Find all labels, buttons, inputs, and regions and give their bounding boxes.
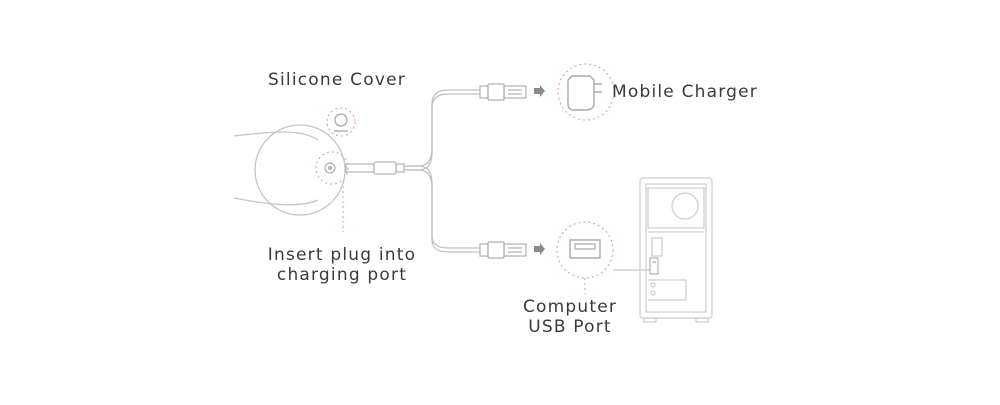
computer-label-line2: USB Port [528, 317, 612, 337]
usb-plug-bottom [479, 241, 527, 259]
arrow-right-icon [534, 243, 545, 255]
charging-port [315, 151, 349, 185]
usb-plug-top [479, 83, 527, 101]
computer-label-line1: Computer [522, 297, 618, 317]
silicone-cover-label: Silicone Cover [268, 70, 406, 90]
insert-plug-label-line2: charging port [276, 265, 408, 285]
silicone-cover-icon [326, 107, 356, 137]
usb-port-icon [556, 221, 614, 294]
insert-plug-label-line1: Insert plug into [267, 245, 417, 265]
device-body [233, 124, 346, 216]
mobile-charger-icon [557, 63, 615, 121]
insert-plug-label: Insert plug into charging port [252, 245, 432, 285]
computer-tower-icon [639, 177, 713, 323]
mobile-charger-label: Mobile Charger [612, 82, 758, 102]
arrow-right-icon [534, 85, 545, 97]
computer-usb-port-label: Computer USB Port [515, 297, 625, 337]
cable [404, 89, 480, 253]
device-plug [345, 161, 405, 175]
